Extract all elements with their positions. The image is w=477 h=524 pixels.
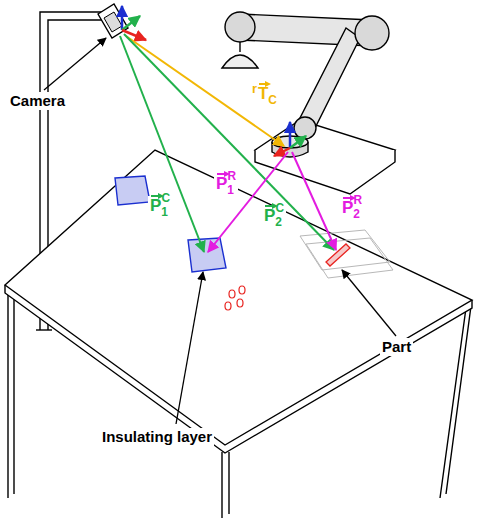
part bbox=[326, 244, 350, 266]
insulating-layer bbox=[188, 238, 226, 272]
vector-label: rTC bbox=[250, 84, 279, 104]
arm-link bbox=[300, 28, 360, 126]
axis-z bbox=[289, 122, 292, 148]
camera-vector bbox=[124, 34, 334, 250]
table-top bbox=[5, 150, 472, 445]
vector-label: P2R bbox=[340, 198, 364, 218]
leader-line bbox=[44, 38, 106, 90]
axis-z bbox=[121, 6, 124, 30]
red-dots bbox=[225, 286, 245, 310]
axis-y bbox=[122, 16, 140, 30]
camera-lens bbox=[104, 12, 122, 32]
insulating-layer bbox=[115, 176, 150, 205]
table-leg bbox=[8, 290, 14, 498]
robot-vector bbox=[292, 152, 336, 250]
arm-link bbox=[239, 42, 240, 52]
part-fixture bbox=[306, 238, 393, 278]
vector-label: P1R bbox=[214, 174, 238, 194]
robot-frame bbox=[274, 122, 306, 156]
vector-label: P2C bbox=[262, 206, 286, 226]
transform-vector bbox=[126, 36, 284, 146]
leader-line bbox=[176, 272, 203, 424]
table bbox=[5, 150, 472, 518]
platform-side bbox=[255, 150, 395, 194]
callout-label: Camera bbox=[8, 92, 67, 110]
axis-y bbox=[290, 136, 306, 148]
part-fixture bbox=[300, 230, 390, 270]
robot-vector bbox=[208, 152, 288, 252]
table-leg bbox=[222, 452, 229, 518]
table-leg bbox=[440, 306, 471, 498]
dot bbox=[237, 299, 243, 307]
arm-joint bbox=[355, 16, 389, 50]
dot bbox=[229, 290, 235, 298]
vector-label: P1C bbox=[148, 196, 172, 216]
dot bbox=[239, 286, 245, 294]
callout-label: Insulating layer bbox=[100, 428, 214, 446]
robot-platform bbox=[255, 120, 395, 194]
arm-joint bbox=[225, 12, 255, 42]
robot-arm bbox=[222, 12, 389, 157]
leader-line bbox=[342, 270, 396, 336]
stand-foot bbox=[36, 329, 52, 330]
arm-lamp bbox=[222, 55, 258, 68]
callout-label: Part bbox=[380, 338, 413, 356]
camera bbox=[98, 4, 128, 38]
dot bbox=[225, 302, 231, 310]
camera-vector bbox=[120, 36, 204, 252]
camera-body bbox=[98, 4, 128, 38]
